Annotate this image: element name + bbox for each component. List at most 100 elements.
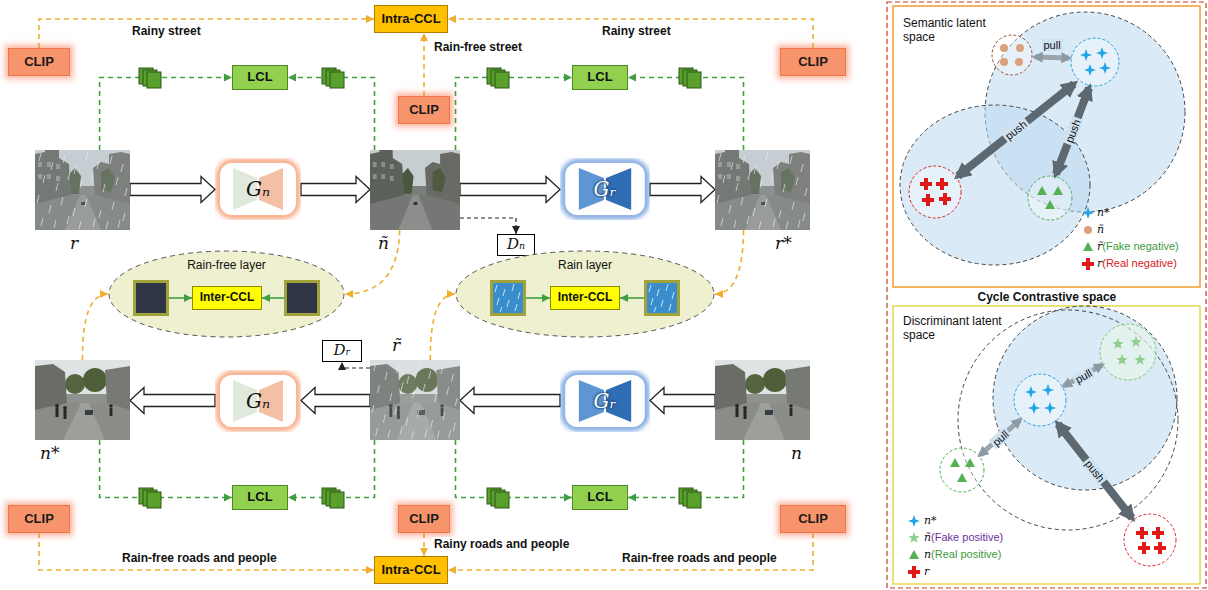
node-label: Gᵣ [594, 178, 617, 201]
clip-box: CLIP [780, 48, 846, 76]
legend-text: r(Real negative) [1097, 257, 1177, 269]
layer-ellipse: Rain layerInter-CCL [455, 250, 715, 338]
legend-note: (Real negative) [1102, 257, 1177, 269]
legend-text: n* [924, 514, 937, 527]
connector [460, 177, 560, 203]
generator: Gᵣ [560, 158, 650, 220]
legend-item: ñ(Fake positive) [924, 531, 1003, 544]
node-label: CLIP [24, 55, 54, 70]
semantic-space-figure [900, 12, 1185, 270]
legend-markers [1082, 207, 1094, 270]
connector [650, 177, 715, 203]
clip-box: CLIP [8, 505, 70, 533]
connector [301, 388, 370, 414]
node-label: Dₙ [507, 236, 525, 253]
node-label: CLIP [798, 55, 828, 70]
image-panel: r* [715, 150, 810, 230]
legend-symbol: r̃ [1097, 240, 1102, 253]
node-label: Rain layer [455, 259, 715, 273]
node-label: LCL [247, 70, 272, 85]
lcl-box: LCL [232, 65, 288, 90]
node-label: n* [40, 444, 59, 464]
connector [100, 74, 232, 151]
connector [39, 15, 374, 48]
panel-label: Discriminant latent space [903, 314, 1003, 343]
inter-ccl-box: Inter-CCL [550, 286, 620, 310]
edge-label: Rain-free roads and people [120, 551, 279, 565]
lcl-box: LCL [232, 485, 288, 510]
connector [420, 533, 428, 556]
connector [130, 388, 215, 414]
legend-item: n* [1097, 206, 1110, 219]
generator: Gₙ [215, 158, 301, 220]
node-label: LCL [587, 70, 612, 85]
legend-text: r [924, 565, 929, 578]
legend-item: r̃(Fake negative) [1097, 240, 1179, 253]
connector [460, 388, 560, 414]
legend-text: n(Real positive) [924, 548, 1001, 560]
lcl-box: LCL [572, 65, 628, 90]
legend-symbol: n [924, 548, 931, 561]
legend-note: (Real positive) [931, 548, 1001, 560]
node-label: Inter-CCL [558, 291, 613, 305]
lcl-box: LCL [572, 485, 628, 510]
legend-item: r [924, 565, 929, 578]
street-photo [715, 360, 810, 440]
connector [100, 440, 232, 502]
discriminator-box: Dₙ [497, 234, 535, 256]
connector [82, 290, 108, 360]
clip-box: CLIP [8, 48, 70, 76]
node-label: Intra-CCL [381, 12, 440, 27]
connector [715, 230, 744, 298]
connector [456, 74, 573, 151]
contrastive-panel [887, 2, 1206, 588]
node-label: CLIP [24, 512, 54, 527]
legend-text: ñ(Fake positive) [924, 531, 1003, 543]
discriminant-space-figure [908, 306, 1178, 578]
inter-ccl-box: Inter-CCL [192, 286, 262, 310]
legend-markers [908, 515, 920, 578]
legend-text: r̃(Fake negative) [1097, 240, 1179, 252]
node-label: Gₙ [246, 390, 270, 413]
clip-box: CLIP [398, 96, 450, 124]
edge-label: Rain-free street [432, 40, 524, 54]
legend-item: ñ [1097, 223, 1104, 236]
street-photo [715, 150, 810, 230]
connector [345, 230, 400, 298]
image-panel: n [715, 360, 810, 440]
legend-item: n(Real positive) [924, 548, 1001, 561]
node-label: Intra-CCL [381, 563, 440, 578]
connector [460, 218, 520, 234]
edge-label: Rainy roads and people [432, 537, 571, 551]
street-photo [35, 150, 130, 230]
node-label: CLIP [409, 512, 439, 527]
panel-label: Semantic latent space [903, 16, 999, 45]
node-label: LCL [587, 490, 612, 505]
legend-symbol: r [1097, 257, 1102, 270]
node-label: r [70, 234, 78, 254]
edge-label: Rain-free roads and people [620, 551, 779, 565]
panel-label: Cycle Contrastive space [978, 290, 1117, 304]
image-panel: r [35, 150, 130, 230]
layer-ellipse: Rain-free layerInter-CCL [108, 250, 345, 338]
node-label: r* [775, 234, 792, 254]
node-label: Gᵣ [594, 390, 617, 413]
node-label: CLIP [798, 512, 828, 527]
legend-note: (Fake negative) [1102, 240, 1178, 252]
edge-label: Rainy street [600, 24, 673, 38]
image-panel: n* [35, 360, 130, 440]
node-label: Rain-free layer [108, 259, 345, 273]
clip-box: CLIP [780, 505, 846, 533]
street-photo [35, 360, 130, 440]
node-label: r̃ [392, 336, 400, 356]
connector [456, 440, 573, 502]
node-label: n [791, 444, 802, 464]
legend-symbol: ñ [924, 531, 931, 544]
connector [39, 533, 374, 574]
connector [130, 177, 215, 203]
clip-box: CLIP [398, 505, 450, 533]
generator: Gₙ [215, 370, 301, 432]
panel-label: pull [1042, 39, 1063, 51]
connector [650, 388, 715, 414]
